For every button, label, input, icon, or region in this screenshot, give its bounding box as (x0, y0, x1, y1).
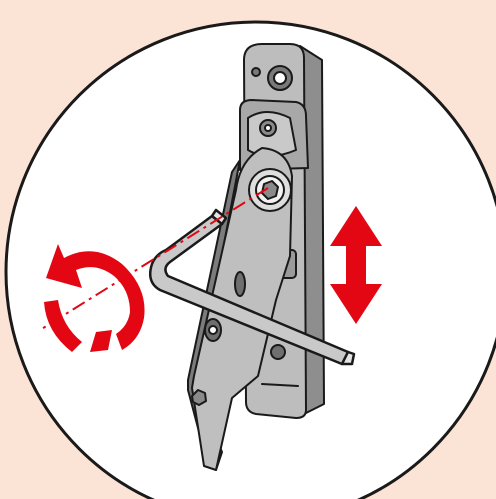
lower-plate-hole (271, 345, 285, 359)
arm-slot (235, 272, 245, 296)
